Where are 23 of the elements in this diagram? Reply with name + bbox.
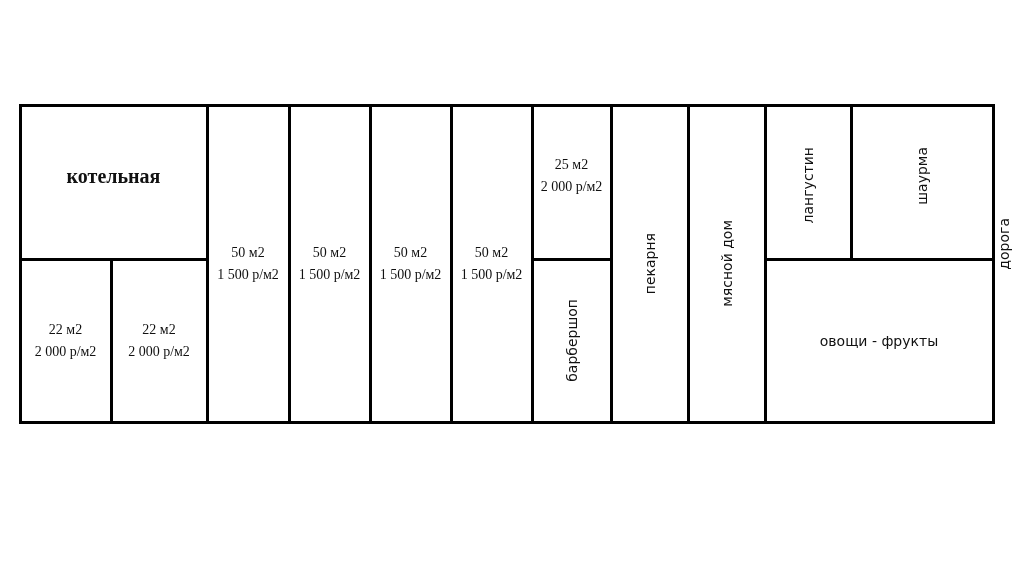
- area-label: 50 м2: [312, 244, 347, 261]
- price-label: 1 500 р/м2: [460, 266, 523, 283]
- price-label: 2 000 р/м2: [34, 343, 97, 360]
- room-label: шаурма: [914, 146, 930, 205]
- price-label: 2 000 р/м2: [540, 178, 603, 195]
- area-label: 25 м2: [554, 156, 589, 173]
- room-label: барбершоп: [563, 299, 580, 382]
- road-label: дорога: [996, 218, 1012, 270]
- area-label: 22 м2: [142, 321, 176, 338]
- room-label: котельная: [66, 164, 161, 188]
- room-label: мясной дом: [718, 220, 735, 307]
- room-label: пекарня: [641, 232, 658, 295]
- price-label: 1 500 р/м2: [379, 266, 442, 283]
- room: [18, 103, 209, 261]
- area-label: 22 м2: [48, 321, 83, 338]
- price-label: 1 500 р/м2: [298, 266, 361, 283]
- price-label: 2 000 р/м2: [128, 343, 190, 360]
- room-label: овощи - фрукты: [819, 332, 939, 349]
- area-label: 50 м2: [231, 244, 265, 261]
- area-label: 50 м2: [474, 244, 509, 261]
- area-label: 50 м2: [393, 244, 428, 261]
- price-label: 1 500 р/м2: [217, 266, 279, 283]
- room-label: лангустин: [800, 146, 816, 223]
